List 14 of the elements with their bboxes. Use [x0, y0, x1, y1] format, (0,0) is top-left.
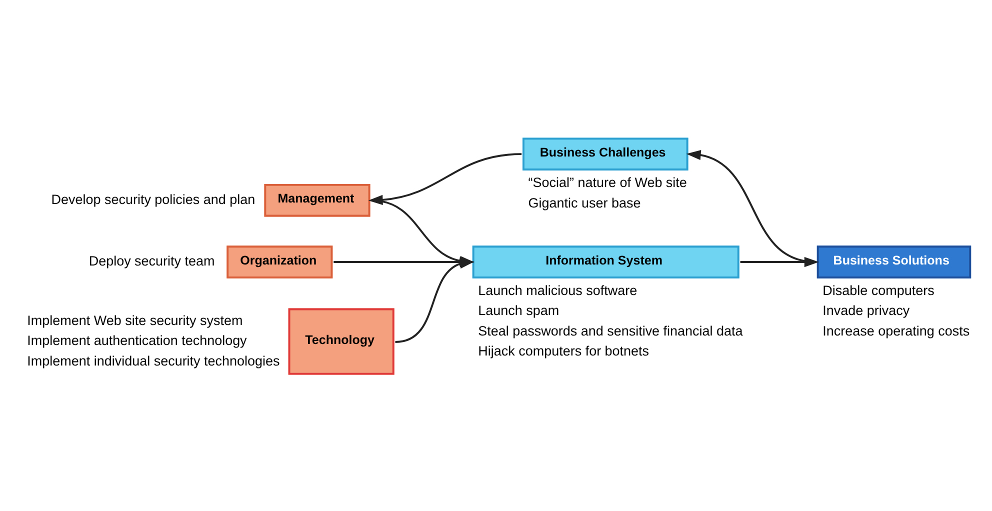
node-label: Launch malicious software [478, 282, 638, 298]
node-label: Steal passwords and sensitive financial data [478, 322, 743, 338]
node-label: Implement individual security technologies [27, 352, 280, 368]
node-label: Deploy security team [88, 253, 215, 268]
node-label: Increase operating costs [822, 322, 970, 338]
node-label: Launch spam [478, 302, 560, 318]
node-label: Implement authentication technology [27, 332, 247, 348]
node-label: Implement Web site security system [27, 312, 243, 328]
node-label: Gigantic user base [528, 194, 641, 210]
node-label: Hijack computers for botnets [478, 343, 650, 358]
node-label: Invade privacy [822, 302, 910, 318]
node-label: “Social” nature of Web site [528, 174, 687, 190]
node-label: Disable computers [822, 282, 934, 298]
node-label: Develop security policies and plan [51, 191, 256, 206]
